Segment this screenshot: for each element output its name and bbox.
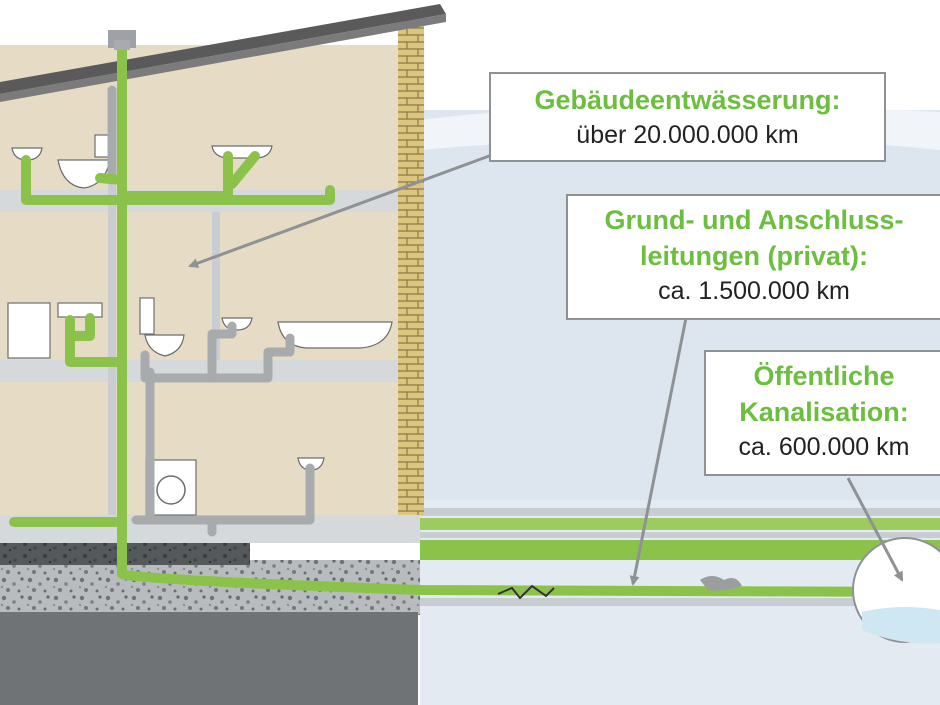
dishwasher-icon (8, 303, 50, 358)
house-brick-wall (398, 15, 424, 515)
callout-private-lines: Grund- und Anschluss- leitungen (privat)… (566, 194, 940, 320)
street-green-strip-2 (420, 540, 940, 560)
callout-building-drainage: Gebäudeentwässerung: über 20.000.000 km (489, 72, 886, 162)
toilet-cistern-icon (140, 298, 154, 334)
washing-machine-door-icon (157, 476, 185, 504)
callout-public-value: ca. 600.000 km (706, 430, 940, 464)
callout-public-title-line2: Kanalisation: (706, 394, 940, 430)
earth-block (0, 612, 418, 705)
callout-private-title-line2: leitungen (privat): (568, 238, 940, 274)
callout-building-title: Gebäudeentwässerung: (491, 82, 884, 118)
callout-public-title-line1: Öffentliche (706, 358, 940, 394)
double-sink-icon (212, 146, 272, 158)
callout-building-value: über 20.000.000 km (491, 118, 884, 152)
kitchen-counter-icon (58, 303, 102, 317)
street-layer-mid (420, 532, 940, 538)
callout-private-title-line1: Grund- und Anschluss- (568, 202, 940, 238)
street-layer-top (420, 508, 940, 516)
bathtub-icon (278, 322, 392, 348)
callout-private-value: ca. 1.500.000 km (568, 274, 940, 308)
street-green-strip (420, 518, 940, 530)
pipe-vent-cap (114, 40, 130, 50)
house-wall (0, 45, 398, 515)
callout-public-sewer: Öffentliche Kanalisation: ca. 600.000 km (704, 350, 940, 476)
